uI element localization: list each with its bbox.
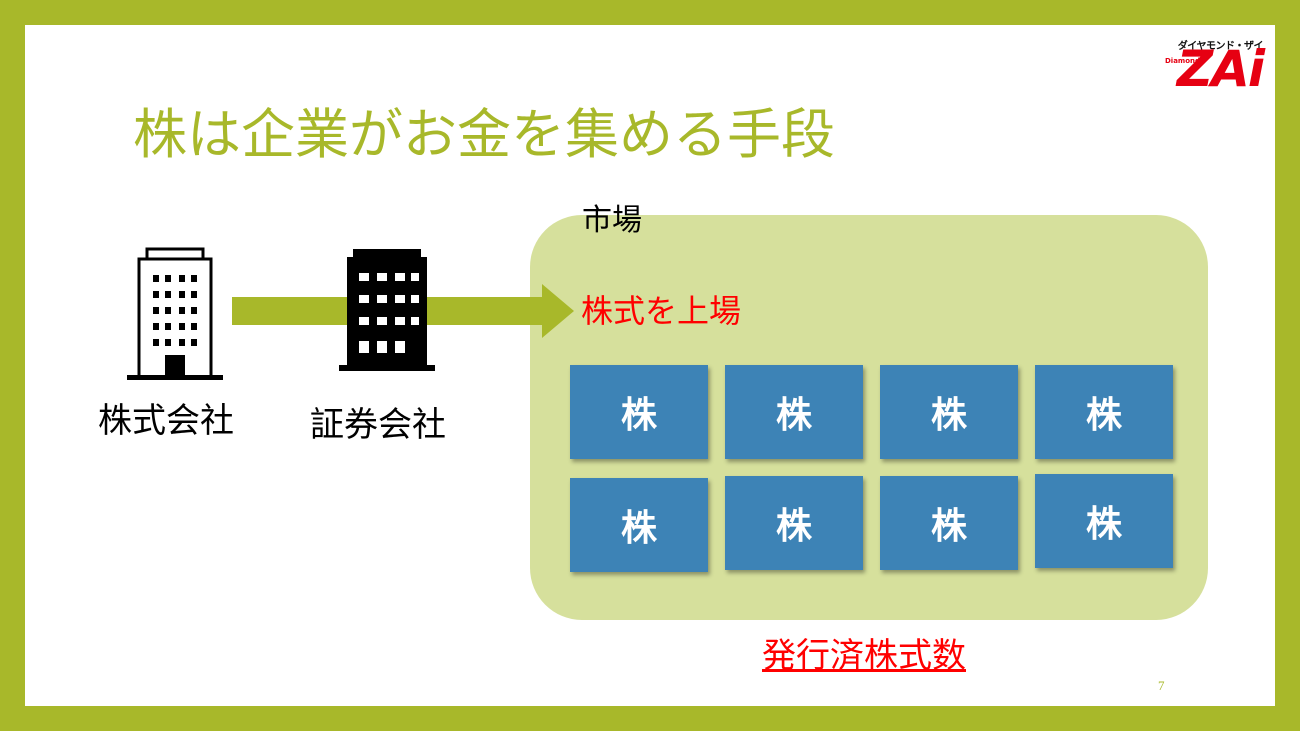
diamond-zai-logo: ダイヤモンド・ザイ ZAi Diamond bbox=[1163, 37, 1265, 98]
market-label: 市場 bbox=[582, 203, 642, 238]
company-label-kabushiki: 株式会社 bbox=[98, 401, 234, 441]
company-label-shoken: 証券会社 bbox=[310, 405, 446, 445]
slide: ダイヤモンド・ザイ ZAi Diamond 株は企業がお金を集める手段 市場 株… bbox=[25, 25, 1275, 706]
office-building-solid-icon bbox=[339, 247, 435, 373]
listing-label: 株式を上場 bbox=[581, 292, 742, 330]
stock-tile: 株 bbox=[725, 476, 863, 570]
logo-top-text: ダイヤモンド・ザイ bbox=[1177, 41, 1264, 52]
slide-title: 株は企業がお金を集める手段 bbox=[133, 103, 835, 166]
stock-tile: 株 bbox=[570, 365, 708, 459]
stock-tile: 株 bbox=[880, 476, 1018, 570]
logo-main-text: ZAi bbox=[1176, 40, 1265, 98]
stock-tile: 株 bbox=[570, 478, 708, 572]
issued-shares-label: 発行済株式数 bbox=[762, 636, 966, 676]
stock-tile: 株 bbox=[1035, 474, 1173, 568]
stock-tile: 株 bbox=[725, 365, 863, 459]
arrow-right-icon bbox=[542, 284, 574, 338]
page-number: 7 bbox=[1158, 678, 1165, 693]
stock-tile: 株 bbox=[1035, 365, 1173, 459]
office-building-outline-icon bbox=[127, 247, 223, 381]
stock-tile: 株 bbox=[880, 365, 1018, 459]
logo-sub-text: Diamond bbox=[1165, 57, 1201, 65]
